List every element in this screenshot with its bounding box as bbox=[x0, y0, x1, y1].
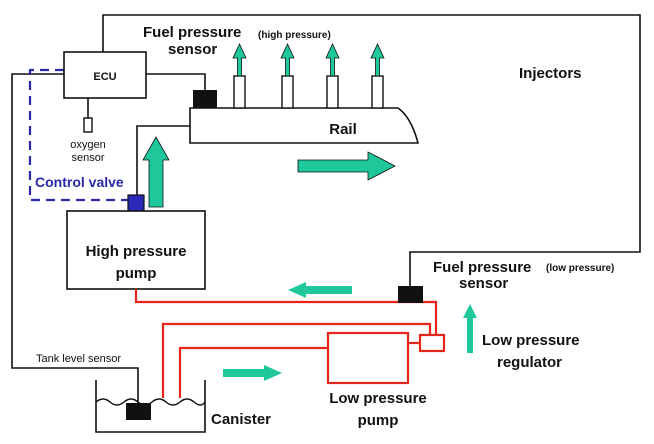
injectors bbox=[233, 75, 384, 109]
canister-flow-arrow bbox=[223, 365, 282, 381]
injector-arrows bbox=[232, 43, 385, 77]
low-pressure-note: (low pressure) bbox=[546, 263, 614, 274]
canister-outline bbox=[95, 380, 206, 433]
regulator-up-arrow bbox=[463, 304, 477, 353]
oxygen-sensor-label-2: sensor bbox=[71, 152, 104, 164]
injector-arrow bbox=[325, 43, 340, 77]
injectors-label: Injectors bbox=[519, 65, 582, 82]
rail bbox=[189, 107, 420, 144]
tank-level-sensor bbox=[126, 403, 151, 420]
fuel-pressure-sensor-low-label-1: Fuel pressure bbox=[433, 259, 531, 276]
low-pressure-regulator-label-1: Low pressure bbox=[482, 332, 580, 349]
fuel-lines bbox=[134, 289, 438, 398]
injector bbox=[281, 75, 294, 109]
low-pressure-pump bbox=[326, 331, 410, 385]
low-pressure-regulator-label-2: regulator bbox=[497, 354, 562, 371]
return-flow-arrow bbox=[288, 282, 352, 298]
fuel-line-return bbox=[178, 346, 328, 398]
injector bbox=[371, 75, 384, 109]
fuel-line-hp-to-regulator bbox=[134, 289, 438, 335]
oxygen-sensor-label-1: oxygen bbox=[70, 139, 105, 151]
canister-label: Canister bbox=[211, 411, 271, 428]
low-pressure-sensor bbox=[398, 286, 423, 303]
control-valve-label: Control valve bbox=[35, 174, 124, 190]
injector bbox=[326, 75, 339, 109]
wire-ecu-to-injectors bbox=[102, 14, 641, 286]
injector-arrow bbox=[280, 43, 295, 77]
rail-flow-arrow bbox=[297, 151, 396, 181]
tank-level-sensor-label: Tank level sensor bbox=[36, 353, 121, 365]
fuel-pressure-sensor-low-label-2: sensor bbox=[459, 275, 508, 292]
high-pressure-pump-label-2: pump bbox=[116, 265, 157, 282]
wire-ecu-to-rail-sensor bbox=[146, 73, 206, 92]
canister-fuel-level bbox=[95, 398, 206, 406]
canister bbox=[95, 380, 206, 433]
control-valve bbox=[127, 194, 145, 213]
fuel-pressure-sensor-top-label-2: sensor bbox=[168, 41, 217, 58]
high-pressure-pump bbox=[66, 210, 206, 290]
ecu-label: ECU bbox=[93, 71, 116, 83]
control-line bbox=[28, 68, 128, 202]
injector-arrow bbox=[370, 43, 385, 77]
injector-arrow bbox=[232, 43, 247, 77]
oxygen-sensor bbox=[83, 117, 93, 133]
high-pressure-pump-label-1: High pressure bbox=[86, 243, 187, 260]
rail-label: Rail bbox=[329, 121, 357, 138]
low-pressure-pump-label-2: pump bbox=[358, 412, 399, 429]
fuel-pressure-sensor-top-label-1: Fuel pressure bbox=[143, 24, 241, 41]
hp-up-arrow bbox=[142, 136, 170, 208]
low-pressure-regulator bbox=[418, 333, 446, 353]
high-pressure-note: (high pressure) bbox=[258, 30, 331, 41]
low-pressure-pump-label-1: Low pressure bbox=[329, 390, 427, 407]
ecu-box bbox=[63, 51, 147, 99]
fuel-line-pump-to-regulator bbox=[161, 322, 432, 398]
rail-pressure-sensor bbox=[193, 90, 217, 108]
wire-rail-to-valve bbox=[136, 125, 190, 195]
injector bbox=[233, 75, 246, 109]
